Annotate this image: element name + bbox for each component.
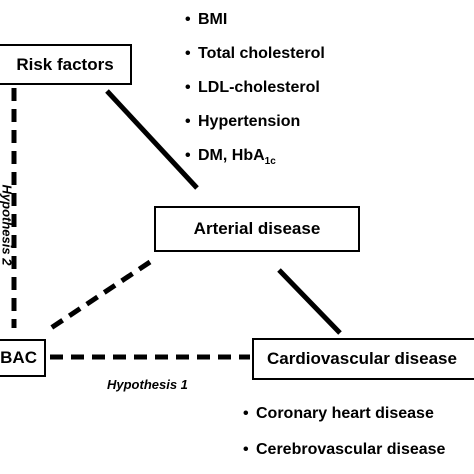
outcome-item: • Cerebrovascular disease bbox=[243, 437, 445, 473]
risk-factor-text: Total cholesterol bbox=[198, 45, 325, 62]
risk-factors-label: Risk factors bbox=[16, 54, 114, 74]
bullet-icon: • bbox=[185, 79, 191, 96]
bullet-icon: • bbox=[185, 147, 191, 164]
connector-risk-to-arterial bbox=[105, 89, 199, 190]
risk-factor-item: • DM, HbA1c bbox=[185, 143, 325, 177]
bullet-icon: • bbox=[243, 441, 249, 458]
bullet-icon: • bbox=[185, 11, 191, 28]
cardiovascular-disease-label: Cardiovascular disease bbox=[267, 349, 457, 368]
bullet-icon: • bbox=[185, 113, 191, 130]
hba1c-subscript: 1c bbox=[264, 156, 276, 167]
cardiovascular-disease-box: Cardiovascular disease bbox=[252, 338, 474, 380]
risk-factor-text: BMI bbox=[198, 11, 228, 28]
risk-factor-text: DM, HbA bbox=[198, 147, 265, 164]
bullet-icon: • bbox=[185, 45, 191, 62]
hypothesis-2-label: Hypothesis 2 bbox=[0, 184, 15, 266]
hypothesis-1-label: Hypothesis 1 bbox=[107, 377, 188, 392]
risk-factor-item: • LDL-cholesterol bbox=[185, 75, 325, 109]
bac-label: BAC bbox=[0, 348, 37, 367]
outcome-text: Cerebrovascular disease bbox=[256, 441, 446, 458]
outcome-list: • Coronary heart disease • Cerebrovascular… bbox=[243, 401, 445, 473]
bullet-icon: • bbox=[243, 405, 249, 422]
risk-factor-list: • BMI • Total cholesterol • LDL-cholesterol… bbox=[185, 7, 325, 177]
arterial-disease-label: Arterial disease bbox=[193, 219, 321, 238]
risk-factor-item: • Hypertension bbox=[185, 109, 325, 143]
connector-arterial-to-cardiovascular bbox=[277, 268, 342, 335]
risk-factor-text: LDL-cholesterol bbox=[198, 79, 320, 96]
outcome-item: • Coronary heart disease bbox=[243, 401, 445, 437]
arterial-disease-box: Arterial disease bbox=[154, 206, 360, 252]
bac-box: BAC bbox=[0, 339, 46, 377]
risk-factors-box: Risk factors bbox=[0, 44, 132, 85]
connector-arterial-to-bac bbox=[46, 259, 152, 333]
risk-factor-text: Hypertension bbox=[198, 113, 301, 130]
risk-factor-item: • BMI bbox=[185, 7, 325, 41]
risk-factor-item: • Total cholesterol bbox=[185, 41, 325, 75]
outcome-text: Coronary heart disease bbox=[256, 405, 434, 422]
